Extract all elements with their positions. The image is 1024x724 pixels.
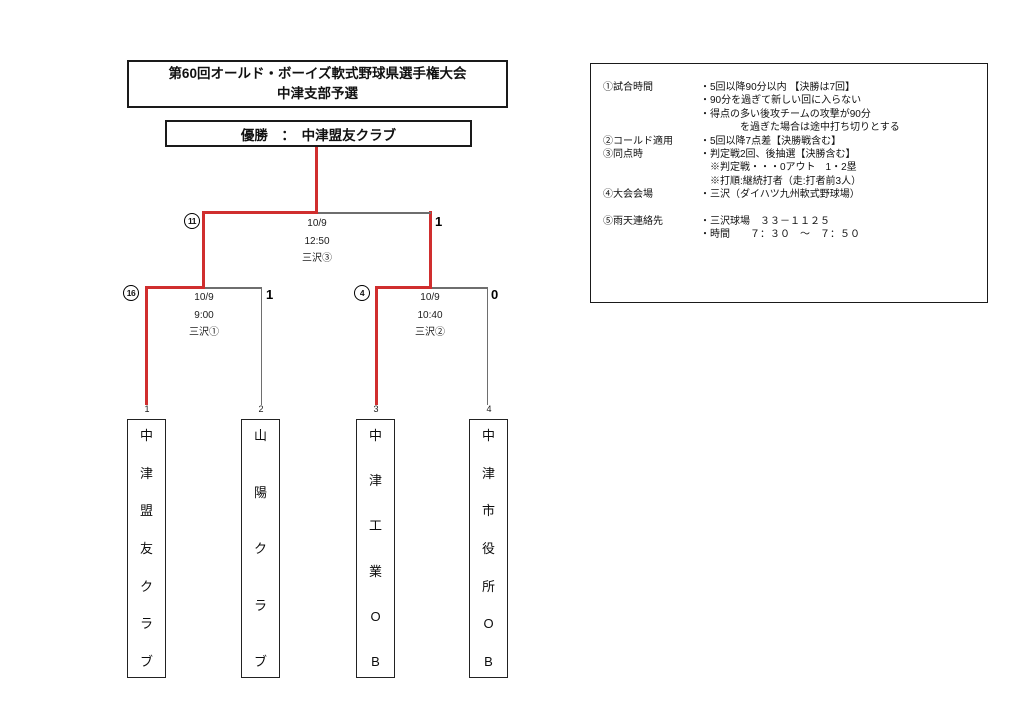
rule-row: を過ぎた場合は途中打ち切りとする <box>603 121 979 134</box>
rule-row: ・時間 ７：３０ ～ ７：５０ <box>603 228 979 241</box>
rule-text: を過ぎた場合は途中打ち切りとする <box>700 122 900 134</box>
rule-row: ④大会会場 ・三沢（ダイハツ九州軟式野球場） <box>603 188 979 201</box>
team4-stem-gray <box>486 287 488 405</box>
rule-text: ・三沢（ダイハツ九州軟式野球場） <box>700 189 860 201</box>
tournament-title-box: 第60回オールド・ボーイズ軟式野球県選手権大会 中津支部予選 <box>127 60 508 108</box>
rule-label <box>603 94 700 107</box>
rule-text <box>700 202 979 215</box>
final-drop-left-red <box>202 211 205 289</box>
rule-row: ・90分を過ぎて新しい回に入らない <box>603 94 979 107</box>
team1-seed: 1 <box>144 404 150 414</box>
team-box-nakatsu-meiyu-club: 中津盟友クラブ <box>127 419 166 678</box>
rule-text: ・得点の多い後攻チームの攻撃が90分 <box>700 108 871 120</box>
rule-row: ①試合時間 ・5回以降90分以内 【決勝は7回】 <box>603 81 979 94</box>
final-connector-right-gray <box>318 212 431 214</box>
rule-label: ①試合時間 <box>603 82 653 93</box>
rule-label: ④大会会場 <box>603 189 653 201</box>
rule-row: ⑤雨天連絡先 ・三沢球場 ３３－１１２５ <box>603 215 979 228</box>
winner-stem-line-red <box>315 147 318 213</box>
final-score-right: 1 <box>435 214 443 229</box>
team3-stem-red <box>375 286 378 405</box>
rule-row: ③同点時 ・判定戦2回、後抽選【決勝含む】 <box>603 148 979 161</box>
semifinal-right-connector-gray <box>432 287 488 289</box>
semifinal-left-score-left-circled: 16 <box>123 285 139 301</box>
tournament-title-line2: 中津支部予選 <box>277 86 358 101</box>
team2-seed: 2 <box>258 404 264 414</box>
final-match-info: 10/9 12:50 三沢③ <box>277 215 357 268</box>
final-score-left-circled: 11 <box>184 213 200 229</box>
team-box-sanyo-club: 山陽クラブ <box>241 419 280 678</box>
team4-seed: 4 <box>486 404 492 414</box>
rule-label <box>603 121 700 134</box>
semifinal-right-time: 10:40 <box>417 309 443 321</box>
rule-text: ・時間 ７：３０ ～ ７：５０ <box>700 229 860 241</box>
semifinal-right-venue: 三沢② <box>415 327 445 338</box>
semifinal-left-connector-gray <box>205 287 262 289</box>
rules-info-box: ①試合時間 ・5回以降90分以内 【決勝は7回】 ・90分を過ぎて新しい回に入らな… <box>590 63 988 303</box>
rule-label <box>603 175 700 188</box>
semifinal-left-score-right: 1 <box>266 287 274 302</box>
final-time: 12:50 <box>304 235 330 247</box>
rule-label <box>603 108 700 121</box>
rule-label <box>603 161 700 174</box>
semifinal-right-connector-red <box>375 286 432 289</box>
rule-label: ⑤雨天連絡先 <box>603 216 663 228</box>
champion-text: 優勝 ： 中津盟友クラブ <box>240 127 397 143</box>
final-drop-right-red <box>429 211 432 289</box>
rule-row: ②コールド適用 ・5回以降7点差【決勝戦含む】 <box>603 135 979 148</box>
rule-text: ・90分を過ぎて新しい回に入らない <box>700 95 862 107</box>
semifinal-left-match-info: 10/9 9:00 三沢① <box>164 289 244 342</box>
rule-text: ・5回以降90分以内 【決勝は7回】 <box>700 82 856 93</box>
semifinal-left-venue: 三沢① <box>189 327 219 338</box>
final-venue: 三沢③ <box>302 253 332 264</box>
rule-text: ・三沢球場 ３３－１１２５ <box>700 216 830 228</box>
semifinal-right-score-left-circled: 4 <box>354 285 370 301</box>
semifinal-right-score-right: 0 <box>491 287 499 302</box>
tournament-title-line1: 第60回オールド・ボーイズ軟式野球県選手権大会 <box>168 65 467 81</box>
rule-text: ・判定戦2回、後抽選【決勝含む】 <box>700 149 856 161</box>
team2-stem-gray <box>260 287 262 405</box>
final-date: 10/9 <box>307 218 327 229</box>
rule-label <box>603 228 700 241</box>
team3-seed: 3 <box>373 404 379 414</box>
rule-label <box>603 202 700 215</box>
rule-row: ※打順:継続打者（走:打者前3人） <box>603 175 979 188</box>
semifinal-right-match-info: 10/9 10:40 三沢② <box>390 289 470 342</box>
final-connector-left-red <box>202 211 318 214</box>
rule-row: ※判定戦・・・0アウト 1・2塁 <box>603 161 979 174</box>
rule-label: ②コールド適用 <box>603 135 673 147</box>
semifinal-left-time: 9:00 <box>194 309 214 321</box>
rule-row <box>603 202 979 215</box>
rule-text: ※判定戦・・・0アウト 1・2塁 <box>700 162 857 174</box>
semifinal-left-date: 10/9 <box>194 292 214 303</box>
rule-text: ※打順:継続打者（走:打者前3人） <box>700 175 862 187</box>
semifinal-left-connector-red <box>145 286 205 289</box>
rule-label: ③同点時 <box>603 149 643 161</box>
team1-stem-red <box>145 286 148 405</box>
semifinal-right-date: 10/9 <box>420 292 440 303</box>
rule-row: ・得点の多い後攻チームの攻撃が90分 <box>603 108 979 121</box>
champion-box: 優勝 ： 中津盟友クラブ <box>165 120 472 147</box>
rule-text: ・5回以降7点差【決勝戦含む】 <box>700 135 842 147</box>
